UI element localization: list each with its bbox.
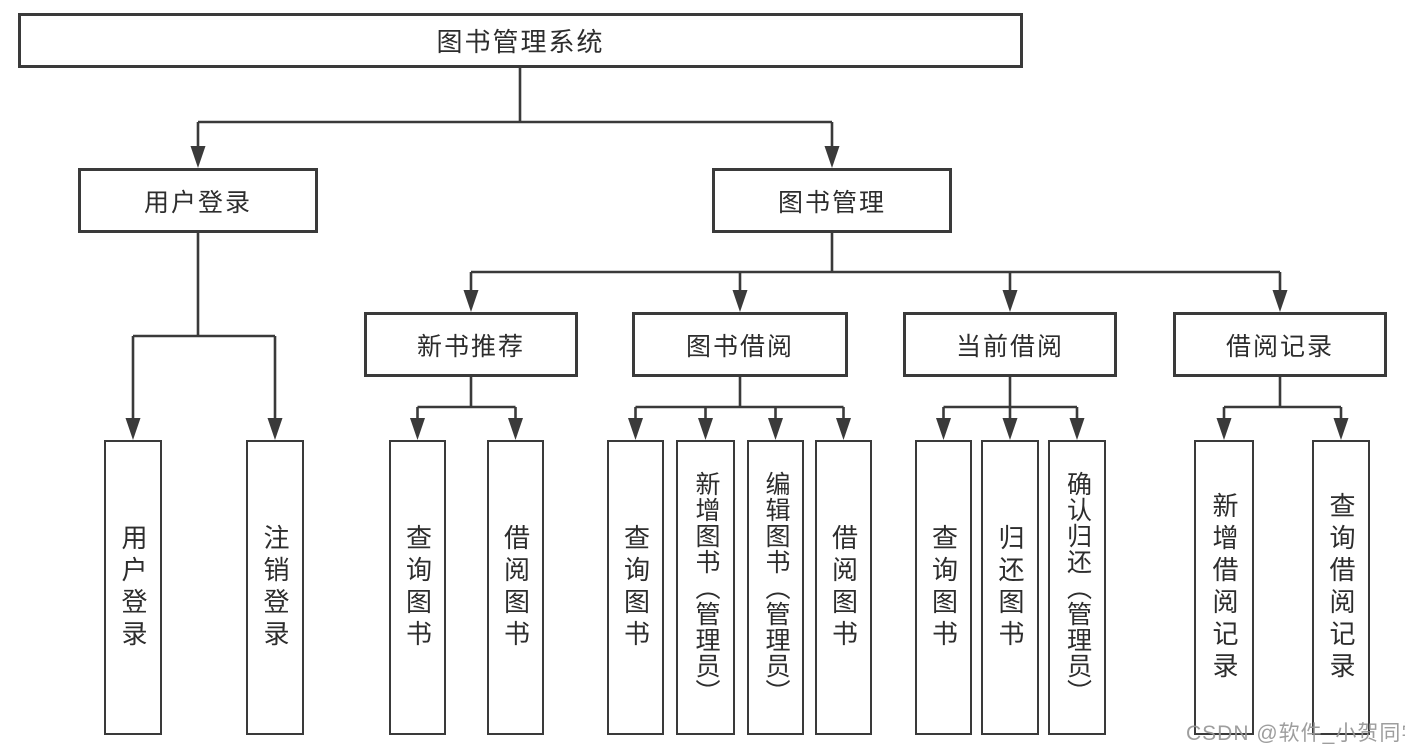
leaf-add-borrow-record-label: 新增借阅记录 bbox=[1209, 491, 1239, 684]
leaf-add-borrow-record: 新增借阅记录 bbox=[1194, 440, 1254, 735]
leaf-query-books-3-label: 查询图书 bbox=[928, 523, 959, 652]
leaf-add-books-admin: 新增图书（管理员） bbox=[676, 440, 735, 735]
node-root-library-system: 图书管理系统 bbox=[18, 13, 1023, 68]
leaf-borrow-books-2-label: 借阅图书 bbox=[828, 523, 859, 652]
leaf-query-books-2-label: 查询图书 bbox=[620, 523, 651, 652]
leaf-edit-books-admin-label: 编辑图书（管理员） bbox=[762, 470, 790, 705]
leaf-borrow-books-1: 借阅图书 bbox=[487, 440, 544, 735]
leaf-query-borrow-record-label: 查询借阅记录 bbox=[1326, 491, 1356, 684]
node-current-borrow: 当前借阅 bbox=[903, 312, 1117, 377]
leaf-query-books-2: 查询图书 bbox=[607, 440, 664, 735]
node-current-borrow-label: 当前借阅 bbox=[955, 332, 1064, 361]
leaf-user-login-label: 用户登录 bbox=[118, 523, 148, 652]
arrowheads bbox=[125, 146, 1349, 440]
leaf-logout-label: 注销登录 bbox=[260, 523, 290, 652]
node-borrow-record: 借阅记录 bbox=[1173, 312, 1387, 377]
node-book-management: 图书管理 bbox=[712, 168, 952, 233]
leaf-edit-books-admin: 编辑图书（管理员） bbox=[747, 440, 804, 735]
node-user-login: 用户登录 bbox=[78, 168, 318, 233]
node-user-login-label: 用户登录 bbox=[143, 188, 252, 217]
leaf-query-books-3: 查询图书 bbox=[915, 440, 972, 735]
node-borrow-record-label: 借阅记录 bbox=[1225, 332, 1334, 361]
node-book-borrow-label: 图书借阅 bbox=[685, 332, 794, 361]
leaf-borrow-books-2: 借阅图书 bbox=[815, 440, 872, 735]
leaf-query-books-1-label: 查询图书 bbox=[402, 523, 433, 652]
node-root-label: 图书管理系统 bbox=[436, 27, 605, 57]
leaf-confirm-return-admin-label: 确认归还（管理员） bbox=[1063, 470, 1092, 705]
leaf-confirm-return-admin: 确认归还（管理员） bbox=[1048, 440, 1106, 735]
leaf-logout: 注销登录 bbox=[246, 440, 304, 735]
leaf-add-books-admin-label: 新增图书（管理员） bbox=[692, 470, 720, 705]
node-book-borrow: 图书借阅 bbox=[632, 312, 848, 377]
leaf-return-books-label: 归还图书 bbox=[995, 523, 1025, 652]
leaf-query-borrow-record: 查询借阅记录 bbox=[1312, 440, 1370, 735]
node-book-management-label: 图书管理 bbox=[777, 188, 886, 217]
node-new-book-recommend-label: 新书推荐 bbox=[416, 332, 525, 361]
leaf-query-books-1: 查询图书 bbox=[389, 440, 446, 735]
leaf-return-books: 归还图书 bbox=[981, 440, 1039, 735]
leaf-borrow-books-1-label: 借阅图书 bbox=[500, 523, 531, 652]
node-new-book-recommend: 新书推荐 bbox=[364, 312, 578, 377]
leaf-user-login: 用户登录 bbox=[104, 440, 162, 735]
csdn-watermark: CSDN @软件_小贺同学 bbox=[1186, 722, 1405, 745]
